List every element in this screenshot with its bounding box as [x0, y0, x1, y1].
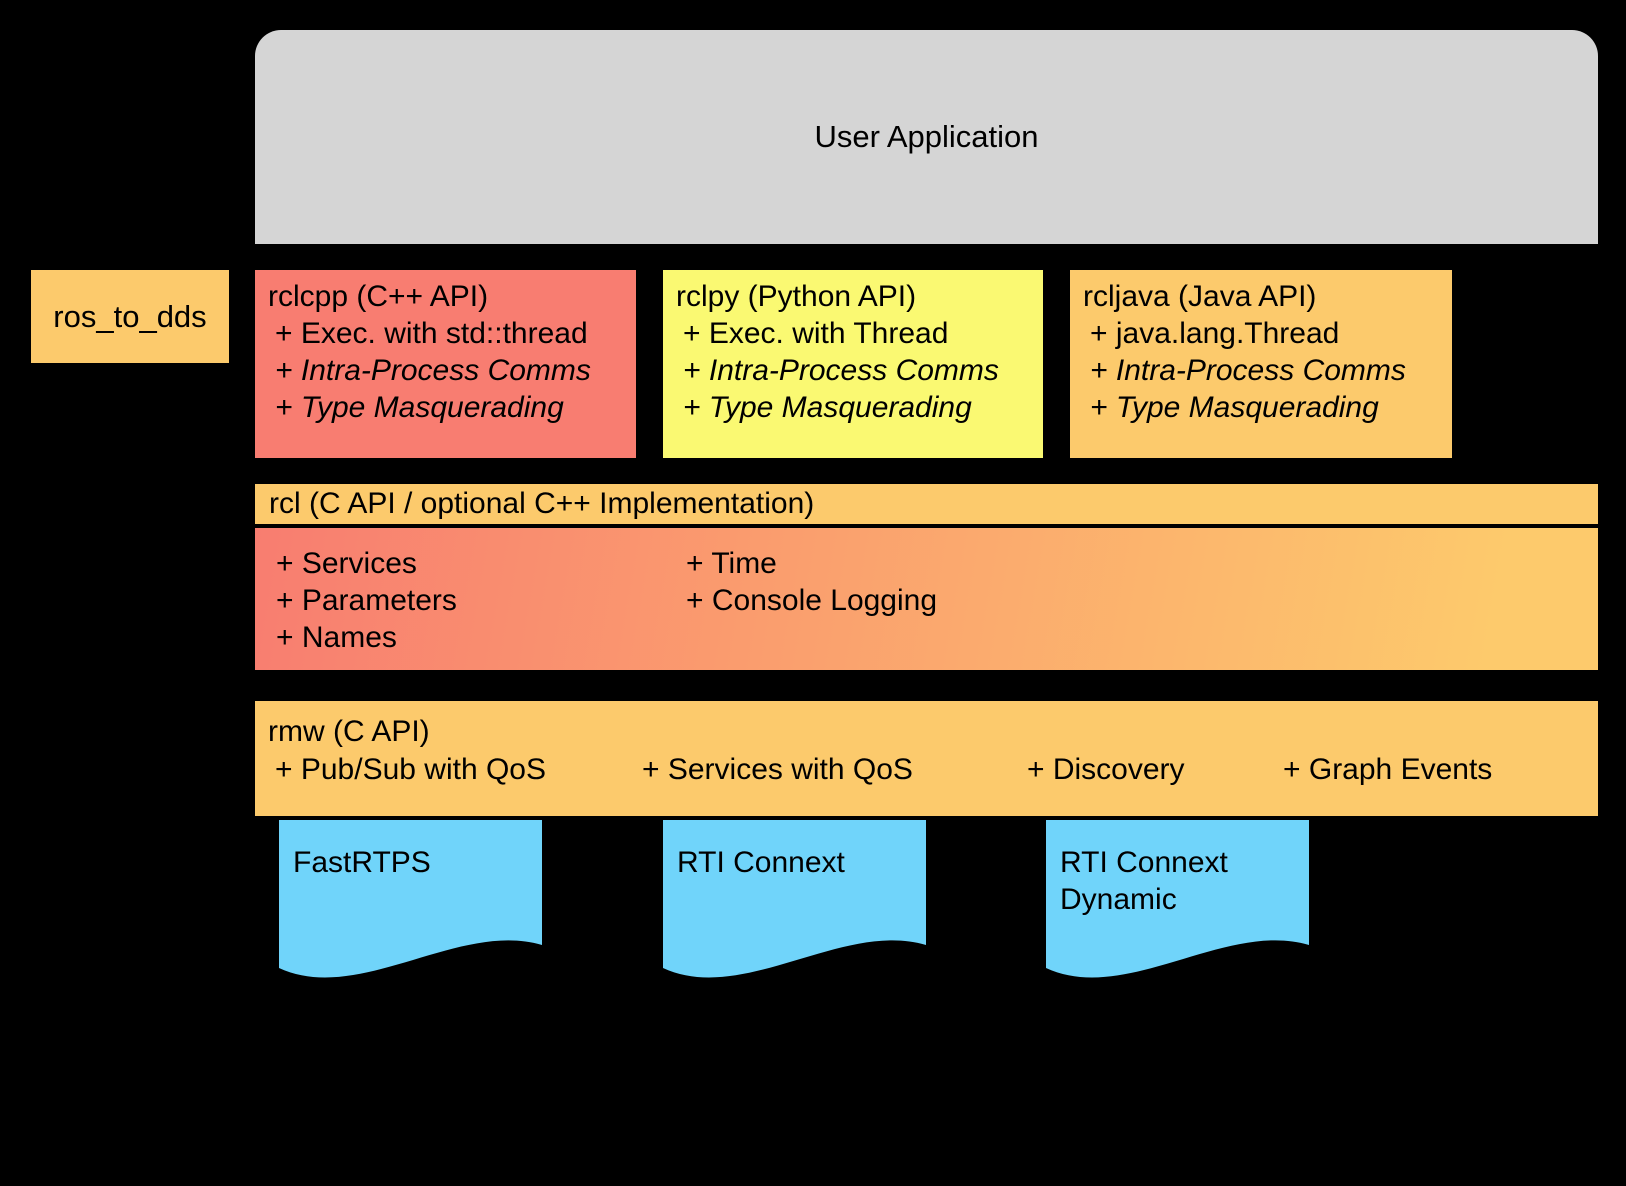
rclpy-feature-item: + Intra-Process Comms: [683, 354, 999, 387]
rcljava-feature-item: + Type Masquerading: [1090, 391, 1379, 424]
rcljava-title: rcljava (Java API): [1083, 280, 1317, 313]
document-shape-path: [279, 820, 542, 978]
rmw-title: rmw (C API): [268, 715, 430, 748]
rclpy-title: rclpy (Python API): [676, 280, 917, 313]
dds-impl-rti-connext-dynamic: RTI Connext Dynamic: [1046, 820, 1309, 980]
rmw-feature-item: + Pub/Sub with QoS: [275, 753, 546, 786]
rclpy-box: rclpy (Python API) + Exec. with Thread +…: [663, 270, 1043, 458]
rclcpp-feature-item: + Exec. with std::thread: [275, 317, 588, 350]
dds-impl-label: RTI Connext: [677, 846, 845, 879]
document-shape-path: [663, 820, 926, 978]
rcljava-feature-item: + Intra-Process Comms: [1090, 354, 1406, 387]
user-application-box: User Application: [255, 30, 1598, 244]
document-shape: [279, 820, 542, 978]
dds-impl-rti-connext: RTI Connext: [663, 820, 926, 980]
user-application-label: User Application: [814, 119, 1039, 154]
rclcpp-box: rclcpp (C++ API) + Exec. with std::threa…: [255, 270, 636, 458]
ros-to-dds-box: ros_to_dds: [31, 270, 229, 363]
document-shape-path: [1046, 820, 1309, 978]
rmw-feature-item: + Services with QoS: [642, 753, 913, 786]
rcl-feature-column-left: + Services + Parameters + Names: [276, 545, 457, 656]
rcl-feature-column-right: + Time + Console Logging: [686, 545, 937, 619]
dds-impl-label: RTI Connext Dynamic: [1060, 846, 1228, 916]
rcl-feature-item: + Parameters: [276, 584, 457, 617]
dds-impl-label: FastRTPS: [293, 846, 431, 879]
rcljava-box: rcljava (Java API) + java.lang.Thread + …: [1070, 270, 1452, 458]
document-shape: [1046, 820, 1309, 978]
rcl-feature-item: + Names: [276, 621, 397, 654]
dds-impl-fastrtps: FastRTPS: [279, 820, 542, 980]
rmw-feature-item: + Discovery: [1027, 753, 1185, 786]
rcl-header: rcl (C API / optional C++ Implementation…: [255, 484, 1598, 528]
rmw-feature-item: + Graph Events: [1283, 753, 1493, 786]
rcl-box: rcl (C API / optional C++ Implementation…: [255, 484, 1598, 670]
rcl-feature-item: + Services: [276, 547, 417, 580]
rclcpp-feature-item: + Intra-Process Comms: [275, 354, 591, 387]
rcl-feature-item: + Console Logging: [686, 584, 938, 617]
rcljava-feature-item: + java.lang.Thread: [1090, 317, 1340, 350]
rmw-box: rmw (C API) + Pub/Sub with QoS + Service…: [255, 701, 1598, 816]
rclcpp-title: rclcpp (C++ API): [268, 280, 489, 313]
rcl-body: + Services + Parameters + Names + Time +…: [255, 528, 1598, 670]
rcl-feature-item: + Time: [686, 547, 777, 580]
rclpy-feature-item: + Type Masquerading: [683, 391, 972, 424]
ros-to-dds-label: ros_to_dds: [53, 298, 207, 334]
rclcpp-feature-item: + Type Masquerading: [275, 391, 564, 424]
rclpy-feature-item: + Exec. with Thread: [683, 317, 949, 350]
document-shape: [663, 820, 926, 978]
